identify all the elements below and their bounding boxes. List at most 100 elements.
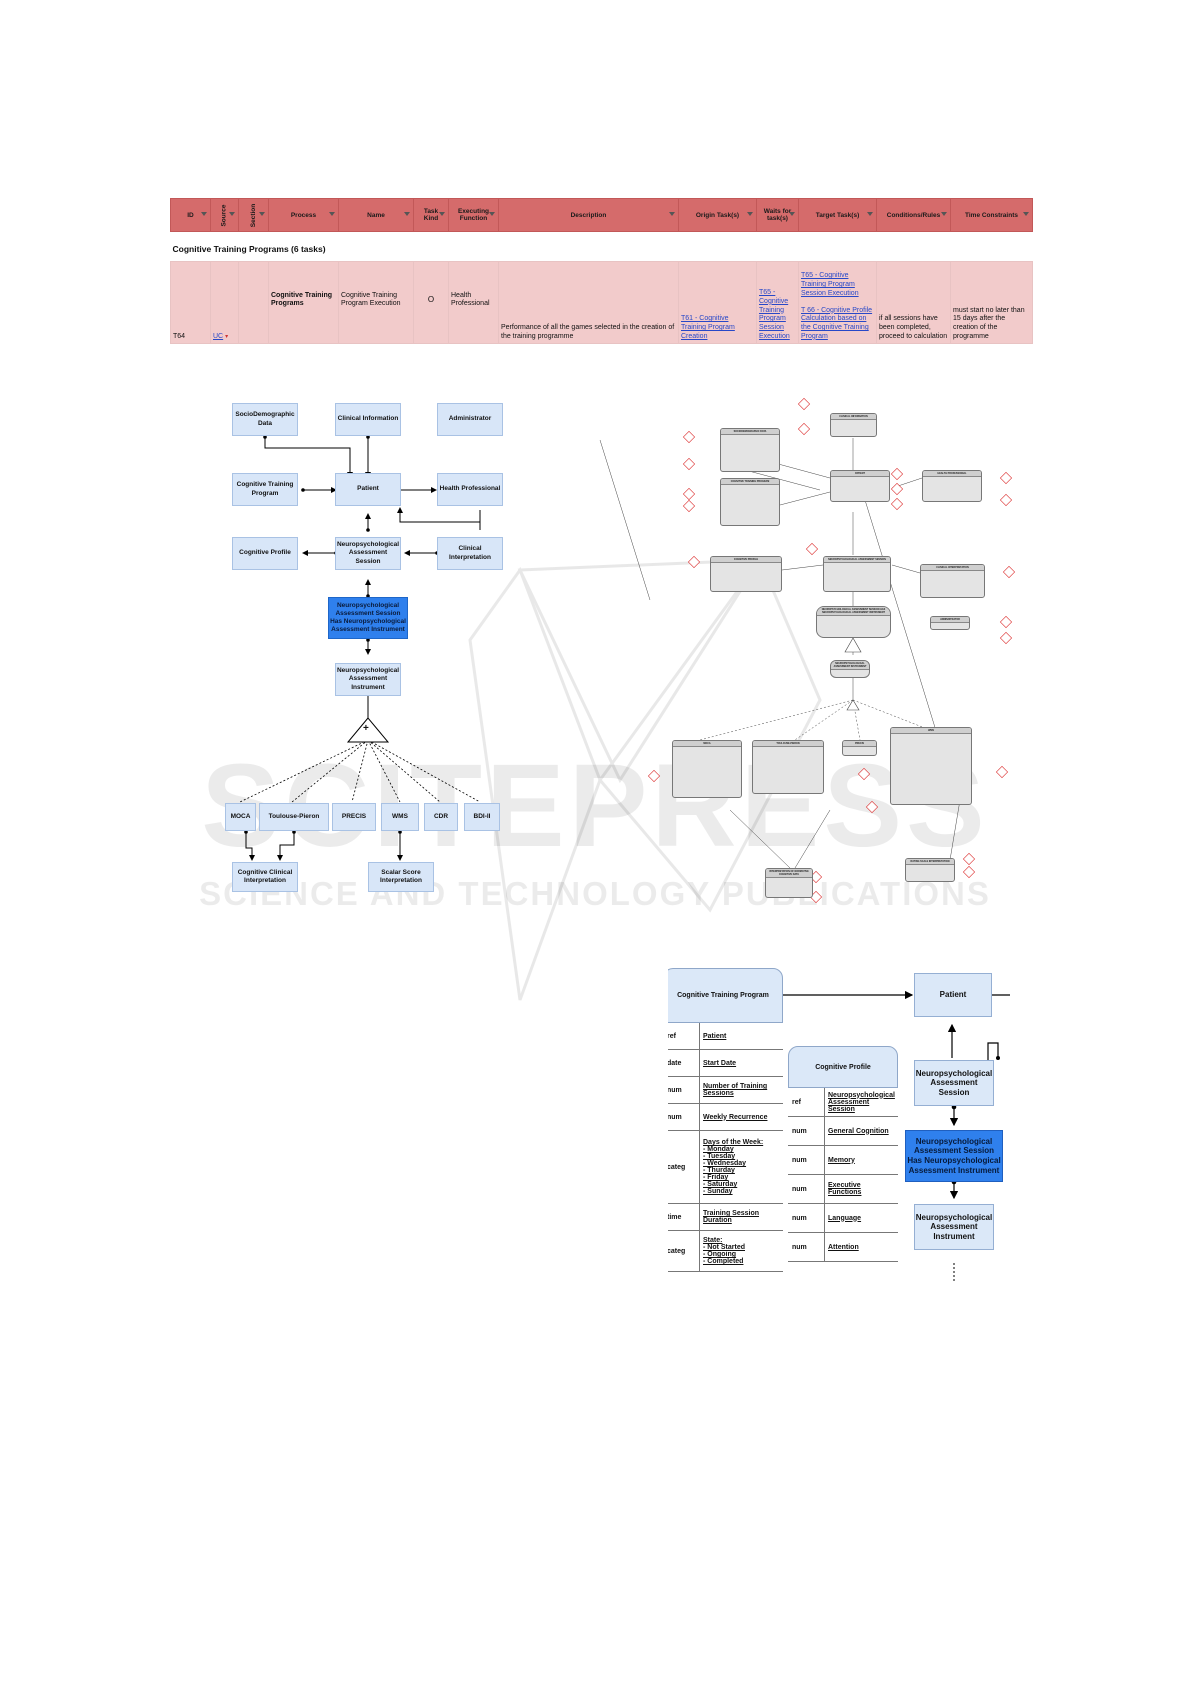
filter-icon[interactable] [329, 212, 335, 216]
table-row[interactable]: T64 UC ▾ Cognitive Training Programs Cog… [170, 260, 1033, 344]
box-health-professional[interactable]: Health Professional [437, 473, 503, 506]
col-id[interactable]: ID [170, 198, 211, 232]
target-task-link-1[interactable]: T65 - Cognitive Training Program Session… [801, 272, 859, 297]
box-bdi-ii[interactable]: BDI-II [464, 803, 500, 831]
field-name: Patient [700, 1023, 783, 1049]
col-task-kind[interactable]: Task Kind [413, 198, 449, 232]
target-task-link-2[interactable]: T 66 - Cognitive Profile Calculation bas… [801, 306, 873, 340]
col-waits-for[interactable]: Waits for task(s) [756, 198, 799, 232]
col-conditions[interactable]: Conditions/Rules [876, 198, 951, 232]
field-name: Language [825, 1204, 898, 1232]
filter-icon[interactable] [867, 212, 873, 216]
box-sociodemographic-data[interactable]: SocioDemographic Data [232, 403, 298, 436]
filter-icon[interactable] [404, 212, 410, 216]
cell-source[interactable]: UC ▾ [210, 260, 239, 344]
cell-task-kind[interactable]: O [413, 260, 449, 344]
col-description[interactable]: Description [498, 198, 679, 232]
filter-icon[interactable] [201, 212, 207, 216]
field-line: Attention [828, 1243, 859, 1251]
inheritance-triangle [346, 717, 390, 743]
col-section[interactable]: Section [238, 198, 269, 232]
filter-icon[interactable] [229, 212, 235, 216]
col-executing-function[interactable]: Executing Function [448, 198, 499, 232]
box-neuropsychological-assessment-instrument[interactable]: Neuropsychological Assessment Instrument [335, 663, 401, 696]
box-wms[interactable]: WMS [381, 803, 419, 831]
col-source[interactable]: Source [210, 198, 239, 232]
field-line: Language [828, 1214, 862, 1222]
cell-time-constraints[interactable]: must start no later than 15 days after t… [950, 260, 1033, 344]
filter-icon[interactable] [1023, 212, 1029, 216]
cell-process[interactable]: Cognitive Training Programs [268, 260, 339, 344]
filter-icon[interactable] [941, 212, 947, 216]
col-process[interactable]: Process [268, 198, 339, 232]
box-moca[interactable]: MOCA [225, 803, 256, 831]
er-entity-toulouse-pieron: TOULOUSE-PIERON [752, 740, 824, 794]
field-type: categ [668, 1231, 700, 1271]
er-entity-precis: PRECIS [842, 740, 877, 756]
field-type: num [788, 1117, 825, 1145]
filter-icon[interactable] [259, 212, 265, 216]
zoom-box-nas[interactable]: Neuropsychological Assessment Session [914, 1060, 994, 1106]
field-line: Assessment Session [828, 1098, 870, 1113]
filter-icon[interactable] [439, 212, 445, 216]
zoom-connectors [774, 990, 1010, 1283]
zoom-box-patient[interactable]: Patient [914, 973, 992, 1017]
zoom-box-nai[interactable]: Neuropsychological Assessment Instrument [914, 1204, 994, 1250]
col-origin-tasks[interactable]: Origin Task(s) [678, 198, 757, 232]
box-precis[interactable]: PRECIS [332, 803, 376, 831]
box-clinical-interpretation[interactable]: Clinical Interpretation [437, 537, 503, 570]
field-name: Memory [825, 1146, 898, 1174]
field-name: Attention [825, 1233, 898, 1261]
field-type: date [668, 1050, 700, 1076]
filter-icon[interactable] [489, 212, 495, 216]
field-line: - Friday [703, 1174, 729, 1181]
field-line: - Ongoing [703, 1251, 737, 1258]
cell-id[interactable]: T64 [170, 260, 211, 344]
field-type: categ [668, 1131, 700, 1203]
filter-icon[interactable] [789, 212, 795, 216]
box-scalar-score-interpretation[interactable]: Scalar Score Interpretation [368, 862, 434, 892]
field-line: Training Session [703, 1210, 760, 1217]
field-name: Weekly Recurrence [700, 1104, 783, 1130]
box-cognitive-profile[interactable]: Cognitive Profile [232, 537, 298, 570]
field-line: State: [703, 1237, 723, 1244]
origin-task-link[interactable]: T61 - Cognitive Training Program Creatio… [681, 315, 735, 340]
box-cdr[interactable]: CDR [424, 803, 458, 831]
cell-target-tasks[interactable]: T65 - Cognitive Training Program Session… [798, 260, 877, 344]
field-line: Sessions [703, 1090, 734, 1097]
field-type: num [668, 1077, 700, 1103]
box-patient[interactable]: Patient [335, 473, 401, 506]
field-line: - Not Started [703, 1244, 745, 1251]
dropdown-arrow-icon[interactable]: ▾ [225, 333, 229, 340]
cell-origin-tasks[interactable]: T61 - Cognitive Training Program Creatio… [678, 260, 757, 344]
col-time-constraints[interactable]: Time Constraints [950, 198, 1033, 232]
col-target-tasks[interactable]: Target Task(s) [798, 198, 877, 232]
cell-description[interactable]: Performance of all the games selected in… [498, 260, 679, 344]
filter-icon[interactable] [669, 212, 675, 216]
box-clinical-information[interactable]: Clinical Information [335, 403, 401, 436]
er-entity-rating-scale-interpretation: RATING SCALE INTERPRETATION [905, 858, 955, 882]
col-name[interactable]: Name [338, 198, 414, 232]
cell-executing-function[interactable]: Health Professional [448, 260, 499, 344]
zoom-box-nas-has-instrument[interactable]: Neuropsychological Assessment Session Ha… [905, 1130, 1003, 1182]
box-administrator[interactable]: Administrator [437, 403, 503, 436]
field-line: - Completed [703, 1258, 744, 1265]
er-entity-moca: MOCA [672, 740, 742, 798]
field-type: ref [668, 1023, 700, 1049]
box-cognitive-training-program[interactable]: Cognitive Training Program [232, 473, 298, 506]
box-toulouse-pieron[interactable]: Toulouse-Pieron [259, 803, 329, 831]
box-nas-has-instrument[interactable]: Neuropsychological Assessment Session Ha… [328, 597, 408, 639]
cell-conditions[interactable]: if all sessions have been completed, pro… [876, 260, 951, 344]
box-neuropsychological-assessment-session[interactable]: Neuropsychological Assessment Session [335, 537, 401, 570]
field-type: num [788, 1204, 825, 1232]
filter-icon[interactable] [747, 212, 753, 216]
field-type: time [668, 1204, 700, 1230]
waits-for-link[interactable]: T65 - Cognitive Training Program Session… [759, 289, 790, 340]
box-cognitive-clinical-interpretation[interactable]: Cognitive Clinical Interpretation [232, 862, 298, 892]
